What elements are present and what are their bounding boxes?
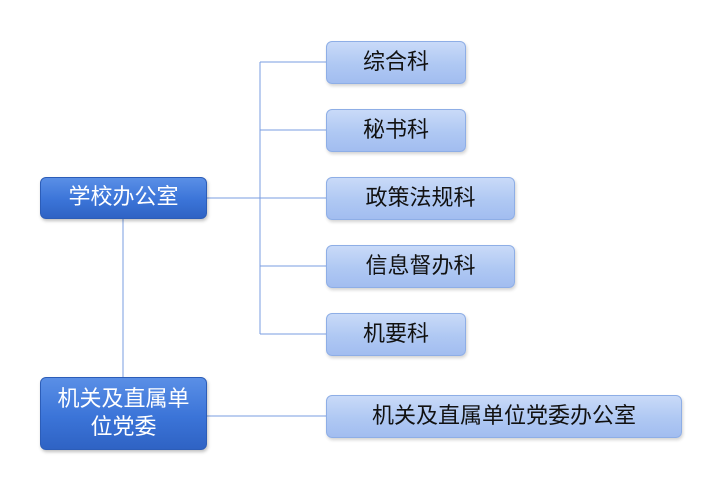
node-label: 机关及直属单位党委办公室 <box>371 403 636 429</box>
node-label: 综合科 <box>362 49 429 75</box>
node-party-committee: 机关及直属单位党委 <box>40 377 207 450</box>
node-confidential-section: 机要科 <box>326 313 466 356</box>
node-label: 秘书科 <box>362 117 429 143</box>
node-label: 政策法规科 <box>365 185 476 211</box>
node-school-office: 学校办公室 <box>40 177 207 219</box>
node-label: 学校办公室 <box>68 185 179 210</box>
node-label: 机要科 <box>362 321 429 347</box>
node-label: 信息督办科 <box>365 253 476 279</box>
node-info-supervision-section: 信息督办科 <box>326 245 515 288</box>
node-secretary-section: 秘书科 <box>326 109 466 152</box>
node-policy-law-section: 政策法规科 <box>326 177 515 220</box>
node-label: 机关及直属单位党委 <box>57 386 190 440</box>
node-general-section: 综合科 <box>326 41 466 84</box>
node-party-committee-office: 机关及直属单位党委办公室 <box>326 395 682 438</box>
